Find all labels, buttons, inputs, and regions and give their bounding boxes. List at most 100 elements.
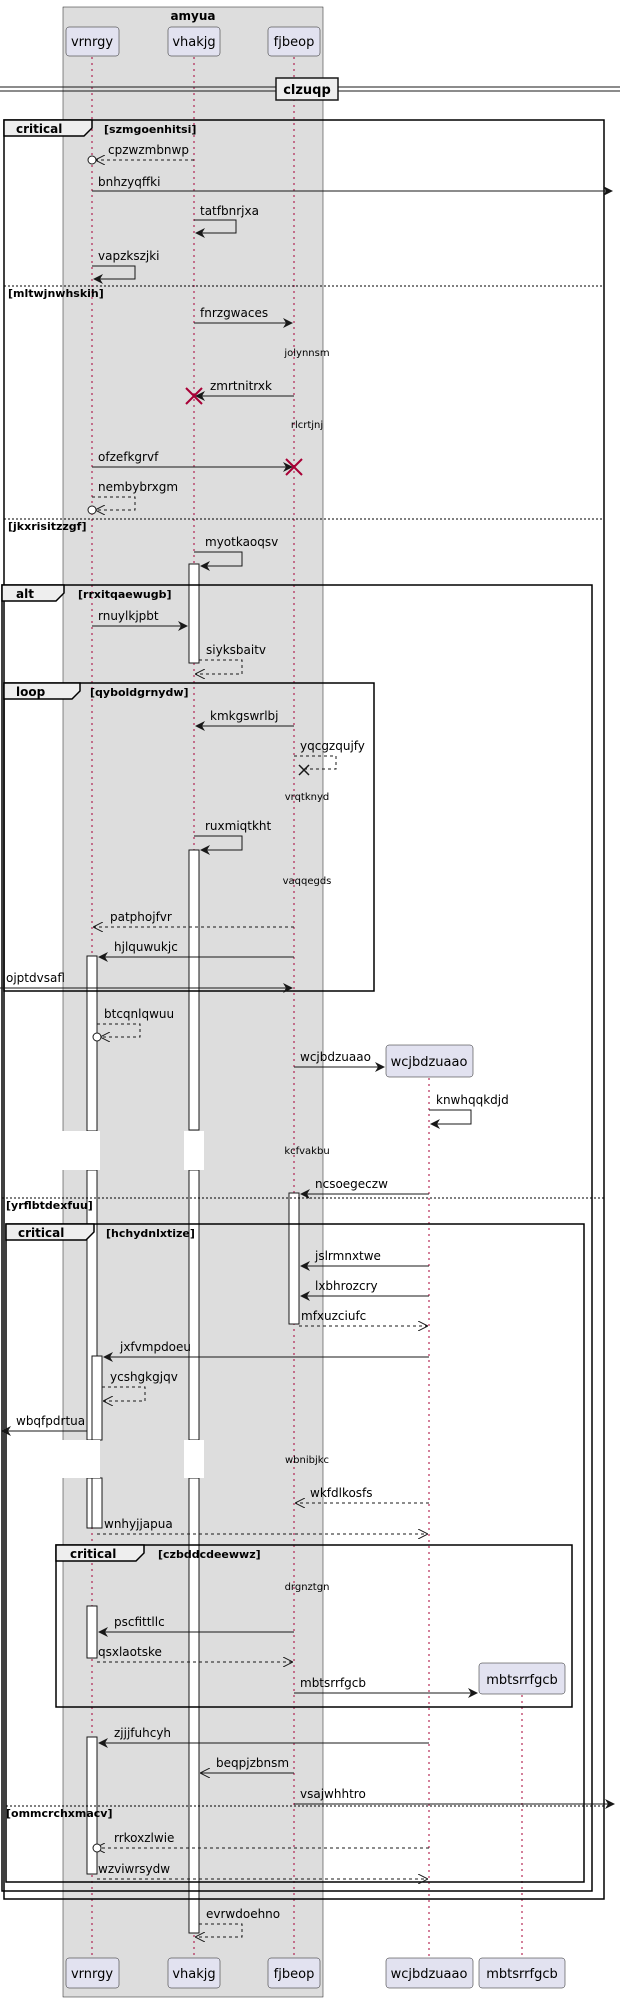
participant-label: vrnrgy: [71, 1967, 113, 1982]
delay-labels: jolynnsm rlcrtjnj vrqtknyd vaqqegds kcfv…: [283, 348, 332, 1593]
fragment-keyword: loop: [16, 685, 46, 699]
message-label-m8: nembybrxgm: [98, 480, 178, 494]
fragments: [1, 119, 605, 1900]
message-label-m11: siyksbaitv: [206, 643, 266, 657]
message-label-m16: hjlquwukjc: [114, 940, 178, 954]
message-label-m38: evrwdoehno: [206, 1907, 280, 1921]
divider-title: clzuqp: [283, 83, 331, 98]
message-label-m20: knwhqqkdjd: [436, 1093, 509, 1107]
async-circles: [87, 155, 102, 1853]
fragment-tabs: critical [szmgoenhitsi] [mltwjnwhskih] […: [1, 119, 261, 1820]
message-label-m17: ojptdvsafl: [6, 971, 65, 985]
message-label-m19: wcjbdzuaao: [300, 1050, 371, 1064]
delay-label-6: wbnibjkc: [285, 1455, 329, 1466]
participant-vhakjg-bottom: vhakjg: [167, 1957, 221, 1989]
destroy-marker-small: [298, 764, 310, 776]
participant-heads-bottom: vrnrgy vhakjg fjbeop wcjbdzuaao mbtsrrfg…: [65, 1957, 566, 1989]
activation-vhakjg-3: [188, 1169, 200, 1441]
lifeline-breaks: [60, 1131, 204, 1478]
fragment-condition: [rrxitqaewugb]: [78, 588, 172, 601]
message-label-m5: fnrzgwaces: [200, 306, 268, 320]
activation-vrnrgy-1: [86, 955, 98, 1132]
fragment-alt: [1, 584, 593, 1892]
delay-label-1: jolynnsm: [283, 348, 329, 359]
message-label-m27: wbqfpdrtua: [16, 1414, 85, 1428]
fragment-loop: [3, 682, 375, 992]
participant-label: wcjbdzuaao: [391, 1055, 468, 1070]
activation-vrnrgy-3: [91, 1355, 103, 1441]
message-label-m6: zmrtnitrxk: [210, 379, 272, 393]
message-lines: [0, 160, 615, 1937]
message-label-m29: wnhyjjapua: [104, 1517, 173, 1531]
participant-mbtsrrfgcb-bottom: mbtsrrfgcb: [478, 1957, 566, 1989]
message-label-m23: lxbhrozcry: [315, 1279, 378, 1293]
participant-vhakjg-top: vhakjg: [167, 26, 221, 57]
fragment-condition: [czbddcdeewwz]: [158, 1548, 261, 1561]
delay-label-7: drgnztgn: [285, 1582, 330, 1593]
message-label-m37: wzviwrsydw: [98, 1862, 170, 1876]
activation-vrnrgy-5: [91, 1477, 103, 1529]
message-label-m10: rnuylkjpbt: [98, 609, 159, 623]
message-arrow-m26: [102, 1386, 146, 1401]
message-labels: cpzwzmbnwp bnhzyqffki tatfbnrjxa vapzksz…: [6, 143, 509, 1921]
message-label-m14: ruxmiqtkht: [205, 819, 272, 833]
participant-label: wcjbdzuaao: [391, 1967, 468, 1982]
message-label-m33: zjjjfuhcyh: [114, 1726, 171, 1740]
message-label-m35: vsajwhhtro: [300, 1787, 366, 1801]
box-title: amyua: [170, 9, 215, 23]
message-label-m12: kmkgswrlbj: [210, 709, 279, 723]
message-label-m3: tatfbnrjxa: [200, 204, 259, 218]
participant-label: fjbeop: [274, 35, 315, 50]
participant-vrnrgy-bottom: vrnrgy: [65, 1957, 120, 1989]
message-arrow-m18: [97, 1023, 141, 1037]
message-label-m30: pscfittllc: [114, 1615, 165, 1629]
activation-fjbeop-1: [288, 1192, 300, 1325]
participant-label: fjbeop: [274, 1967, 315, 1982]
delay-label-2: rlcrtjnj: [291, 420, 323, 431]
fragment-condition: [szmgoenhitsi]: [104, 123, 196, 136]
message-label-m21: ncsoegeczw: [315, 1177, 388, 1191]
participant-mbtsrrfgcb-created: mbtsrrfgcb: [478, 1662, 566, 1695]
participant-wcjbdzuaao-bottom: wcjbdzuaao: [385, 1957, 474, 1989]
participant-label: vrnrgy: [71, 35, 113, 50]
participant-heads-top: vrnrgy vhakjg fjbeop wcjbdzuaao mbtsrrfg…: [65, 26, 566, 1695]
divider: clzuqp: [0, 77, 620, 101]
participant-fjbeop-bottom: fjbeop: [267, 1957, 321, 1989]
fragment-keyword: critical: [16, 122, 62, 136]
activation-vhakjg-1: [188, 563, 200, 664]
participant-vrnrgy-top: vrnrgy: [65, 26, 120, 57]
message-label-m15: patphojfvr: [110, 910, 172, 924]
destroy-markers: [185, 387, 303, 476]
participant-label: mbtsrrfgcb: [486, 1967, 557, 1982]
message-arrow-m3: [194, 219, 237, 238]
message-label-m9: myotkaoqsv: [205, 535, 278, 549]
participant-fjbeop-top: fjbeop: [267, 26, 321, 57]
message-label-m28: wkfdlkosfs: [310, 1486, 373, 1500]
fragment-condition: [qyboldgrnydw]: [90, 686, 189, 699]
message-arrow-m14: [194, 835, 243, 855]
message-label-m36: rrkoxzlwie: [114, 1831, 174, 1845]
message-label-m18: btcqnlqwuu: [104, 1007, 174, 1021]
fragment-keyword: critical: [18, 1226, 64, 1240]
message-label-m13: yqcgzqujfy: [300, 739, 365, 753]
else-label: [mltwjnwhskih]: [8, 287, 104, 300]
message-arrow-m38: [196, 1923, 243, 1937]
else-label: [ommcrchxmacv]: [6, 1807, 113, 1820]
message-arrow-m13: [294, 755, 337, 770]
message-label-m2: bnhzyqffki: [98, 175, 160, 189]
message-label-m34: beqpjzbnsm: [216, 1756, 289, 1770]
activation-vhakjg-4: [188, 1477, 200, 1934]
message-label-m4: vapzkszjki: [98, 249, 160, 263]
message-arrow-m8: [92, 496, 136, 510]
participant-label: mbtsrrfgcb: [486, 1673, 557, 1688]
message-label-m22: jslrmnxtwe: [314, 1249, 381, 1263]
fragment-critical-2: [5, 1223, 585, 1883]
delay-label-3: vrqtknyd: [285, 792, 330, 803]
message-arrow-m4: [92, 265, 136, 284]
message-arrow-m20: [429, 1109, 472, 1129]
delay-label-5: kcfvakbu: [284, 1146, 329, 1157]
participant-label: vhakjg: [172, 35, 215, 50]
message-label-m7: ofzefkgrvf: [98, 450, 159, 464]
message-arrow-m9: [194, 551, 243, 571]
